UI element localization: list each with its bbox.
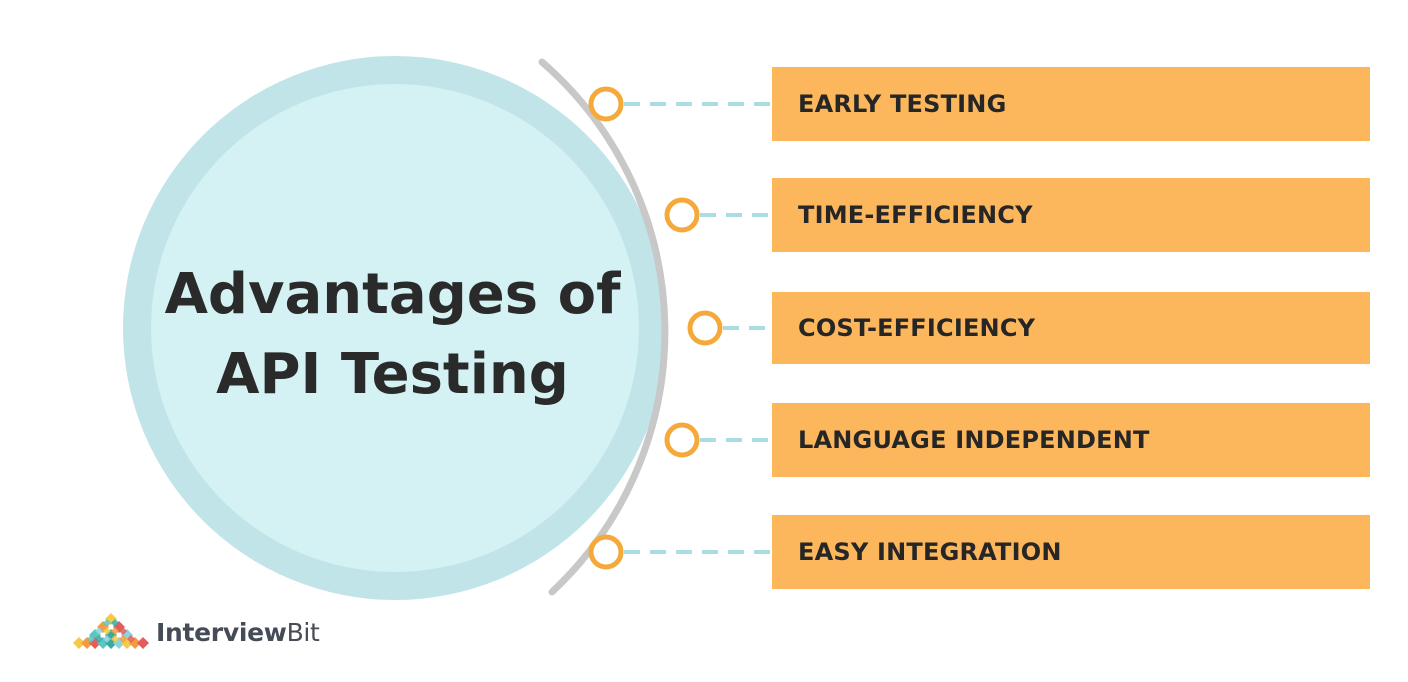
connector-lines [624, 102, 772, 554]
logo-diamond [127, 635, 135, 643]
logo-diamond [87, 635, 95, 643]
connector-arc [538, 58, 669, 596]
logo-diamond [137, 637, 149, 649]
logo-diamond [103, 635, 111, 643]
connector-node-early-testing [588, 86, 624, 122]
connector-node-language-independent [664, 422, 700, 458]
center-title: Advantages of API Testing [120, 255, 665, 415]
item-box-language-independent: LANGUAGE INDEPENDENT [772, 403, 1370, 477]
logo-diamond [111, 619, 119, 627]
logo-diamond [103, 619, 111, 627]
item-box-easy-integration: EASY INTEGRATION [772, 515, 1370, 589]
logo-text-light: Bit [286, 617, 320, 647]
item-label-language-independent: LANGUAGE INDEPENDENT [798, 426, 1150, 454]
logo-text-bold: Interview [156, 617, 287, 647]
logo-diamond [111, 635, 119, 643]
item-box-early-testing: EARLY TESTING [772, 67, 1370, 141]
item-label-time-efficiency: TIME-EFFICIENCY [798, 201, 1033, 229]
logo-diamond [111, 627, 119, 635]
interviewbit-logo: InterviewBit [72, 612, 320, 652]
connector-nodes [588, 86, 723, 570]
item-box-cost-efficiency: COST-EFFICIENCY [772, 292, 1370, 364]
center-title-line-2: API Testing [216, 342, 569, 407]
logo-diamond [95, 627, 103, 635]
logo-diamond-icon [73, 613, 149, 649]
logo-diamond [119, 635, 127, 643]
logo-diamond [103, 627, 111, 635]
center-title-line-1: Advantages of [164, 262, 621, 327]
logo-diamond [119, 627, 127, 635]
logo-text: InterviewBit [156, 618, 320, 647]
item-label-early-testing: EARLY TESTING [798, 90, 1007, 118]
logo-diamond [95, 635, 103, 643]
item-label-easy-integration: EASY INTEGRATION [798, 538, 1062, 566]
connector-node-time-efficiency [664, 197, 700, 233]
logo-diamond [73, 637, 85, 649]
item-label-cost-efficiency: COST-EFFICIENCY [798, 314, 1036, 342]
connector-node-cost-efficiency [687, 310, 723, 346]
center-circle-inner [151, 84, 639, 572]
connector-node-easy-integration [588, 534, 624, 570]
item-box-time-efficiency: TIME-EFFICIENCY [772, 178, 1370, 252]
